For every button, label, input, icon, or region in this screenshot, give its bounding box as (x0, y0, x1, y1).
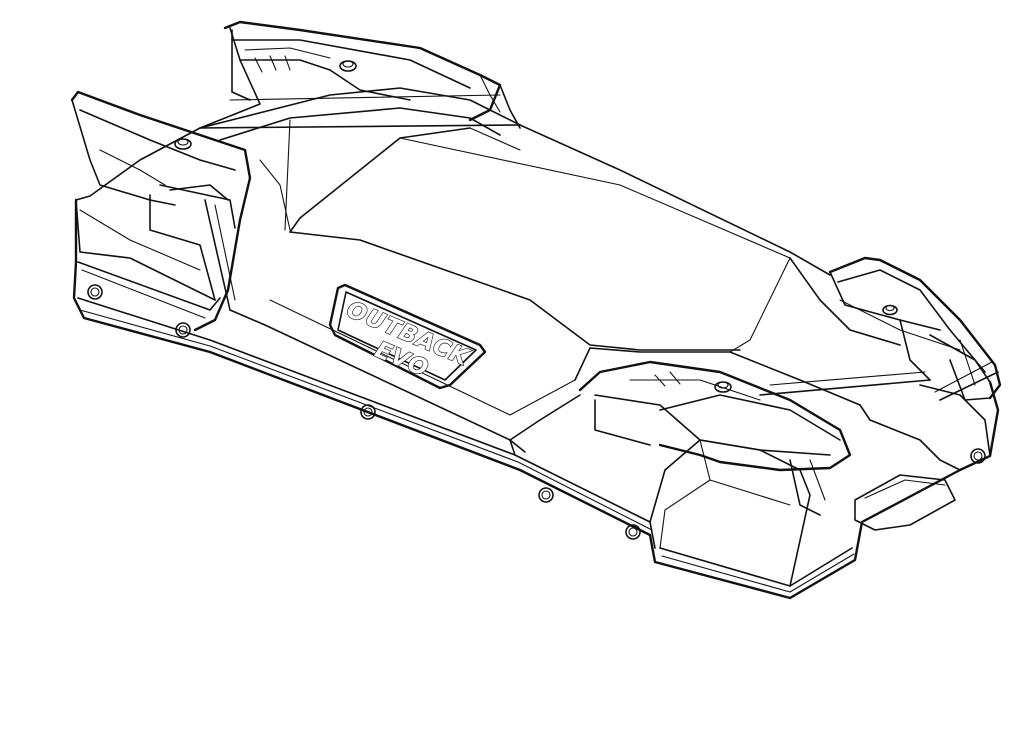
front-right-handle (578, 360, 852, 516)
bolt-1 (87, 284, 103, 300)
side-rails (199, 94, 999, 401)
bolt-2 (175, 322, 191, 338)
bolt-5 (625, 524, 641, 540)
bolts (87, 284, 986, 540)
front-left-handle (70, 90, 252, 332)
case-body (72, 27, 1000, 600)
bolt-4 (538, 487, 554, 503)
rear-right-handle (828, 256, 1002, 531)
rear-left-handle (223, 20, 521, 129)
bolt-3 (360, 404, 376, 420)
bolt-6 (970, 448, 986, 464)
